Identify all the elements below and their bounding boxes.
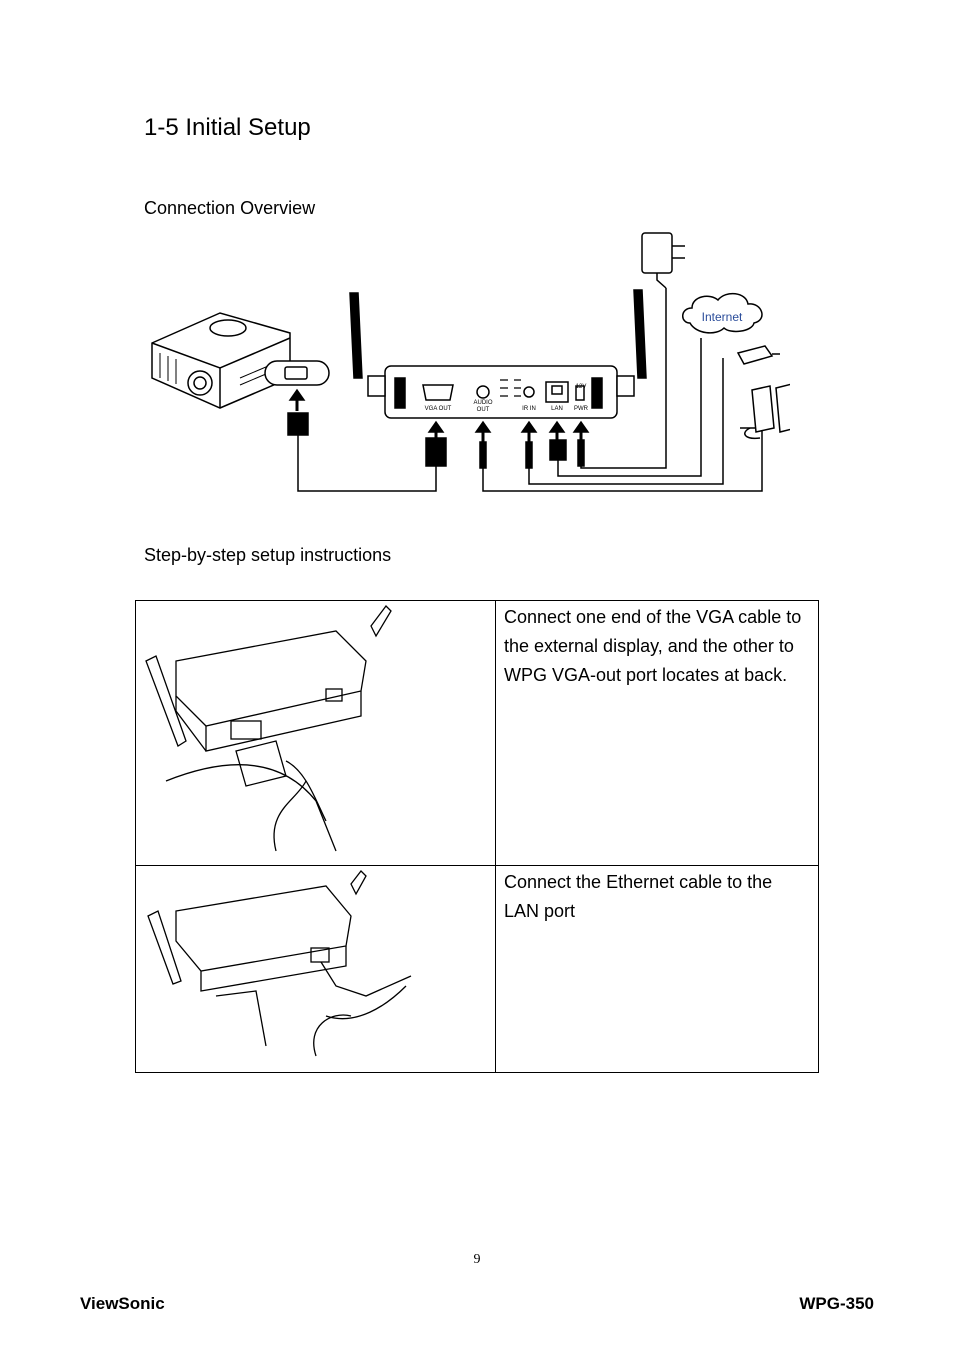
lan-port-label: LAN bbox=[551, 406, 563, 412]
steps-heading: Step-by-step setup instructions bbox=[144, 545, 391, 566]
wpg-device-icon bbox=[350, 290, 646, 418]
speakers-icon bbox=[745, 384, 790, 438]
footer-brand: ViewSonic bbox=[80, 1294, 165, 1314]
projector-icon bbox=[152, 313, 329, 408]
ir-in-port-label: IR IN bbox=[522, 406, 536, 412]
audio-port-label: AUDIO bbox=[473, 400, 492, 406]
section-title: 1-5 Initial Setup bbox=[144, 114, 311, 142]
pwr-port-label: PWR bbox=[574, 406, 589, 412]
ethernet-connection-illustration-icon bbox=[136, 866, 495, 1067]
internet-label: Internet bbox=[702, 310, 743, 324]
voltage-label: 12V bbox=[576, 384, 587, 390]
step-1-text: Connect one end of the VGA cable to the … bbox=[496, 601, 819, 866]
step-1-illustration bbox=[136, 601, 496, 866]
vga-out-port-label: VGA OUT bbox=[425, 406, 452, 412]
projector-vga-connector-icon bbox=[288, 390, 308, 435]
table-row: Connect one end of the VGA cable to the … bbox=[136, 601, 819, 866]
audio-out-port-label: OUT bbox=[477, 407, 490, 413]
table-row: Connect the Ethernet cable to the LAN po… bbox=[136, 866, 819, 1073]
connection-overview-heading: Connection Overview bbox=[144, 198, 315, 219]
step-2-illustration bbox=[136, 866, 496, 1073]
setup-steps-table: Connect one end of the VGA cable to the … bbox=[135, 600, 819, 1073]
step-2-text: Connect the Ethernet cable to the LAN po… bbox=[496, 866, 819, 1073]
ir-receiver-icon bbox=[738, 346, 780, 364]
connection-diagram: Internet VGA OUT AUDIO OUT IR IN LAN PWR… bbox=[140, 228, 790, 498]
page-number: 9 bbox=[0, 1252, 954, 1268]
power-adapter-icon bbox=[642, 233, 685, 288]
vga-connection-illustration-icon bbox=[136, 601, 495, 860]
footer-model: WPG-350 bbox=[799, 1294, 874, 1314]
